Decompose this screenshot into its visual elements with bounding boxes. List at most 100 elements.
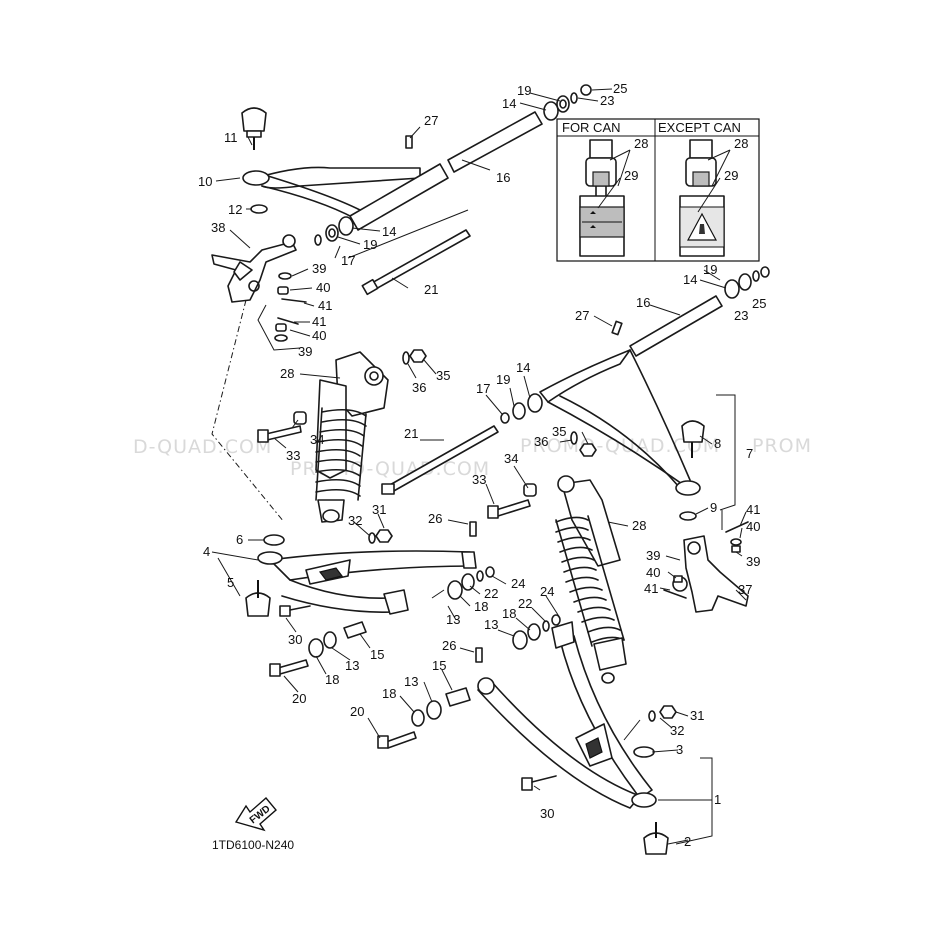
callout: 41 [318, 298, 332, 313]
callout: 40 [746, 519, 760, 534]
forward-arrow: FWD [234, 797, 277, 832]
callout: 18 [502, 606, 516, 621]
callout: 22 [484, 586, 498, 601]
callout: 19 [496, 372, 510, 387]
left-shock [257, 349, 427, 523]
callout: 13 [345, 658, 359, 673]
callout: 15 [370, 647, 384, 662]
callout: 16 [636, 295, 650, 310]
callout: 23 [734, 308, 748, 323]
callout: 5 [227, 575, 234, 590]
callout: 30 [540, 806, 554, 821]
inset-callout-29-right: 29 [724, 168, 738, 183]
callout: 36 [534, 434, 548, 449]
callout: 10 [198, 174, 212, 189]
callout: 34 [310, 432, 324, 447]
inset-callout-29-left: 29 [624, 168, 638, 183]
callout: 14 [516, 360, 530, 375]
callout: 24 [540, 584, 554, 599]
callout: 13 [404, 674, 418, 689]
callout: 14 [382, 224, 396, 239]
right-shock-spring [555, 515, 625, 647]
callout: 35 [552, 424, 566, 439]
callout: 19 [703, 262, 717, 277]
callout: 28 [280, 366, 294, 381]
callout: 30 [288, 632, 302, 647]
watermark-text-1: D-QUAD.COM [133, 436, 272, 458]
dash-guide-left [211, 299, 285, 523]
callout: 9 [710, 500, 717, 515]
callout: 14 [683, 272, 697, 287]
callout: 17 [476, 381, 490, 396]
callout: 22 [518, 596, 532, 611]
callout: 39 [298, 344, 312, 359]
callout: 16 [496, 170, 510, 185]
callout: 18 [382, 686, 396, 701]
upper-right-arm-assembly [500, 266, 770, 521]
callout: 41 [312, 314, 326, 329]
callout: 40 [312, 328, 326, 343]
callout: 12 [228, 202, 242, 217]
callout: 41 [644, 581, 658, 596]
callout: 27 [575, 308, 589, 323]
callout: 32 [670, 723, 684, 738]
lower-right-arm-assembly [377, 614, 713, 855]
callout: 6 [236, 532, 243, 547]
callout: 39 [646, 548, 660, 563]
callout: 1 [714, 792, 721, 807]
inset-callout-28-left: 28 [634, 136, 648, 151]
callout: 27 [424, 113, 438, 128]
callout: 39 [312, 261, 326, 276]
callout: 35 [436, 368, 450, 383]
callout: 21 [404, 426, 418, 441]
callout: 4 [203, 544, 210, 559]
callout: 34 [504, 451, 518, 466]
callout: 3 [676, 742, 683, 757]
inset-shock-right [679, 139, 725, 257]
lower-left-arm-assembly [245, 521, 495, 677]
left-knuckle [211, 234, 307, 351]
callout: 32 [348, 513, 362, 528]
callout: 19 [363, 237, 377, 252]
callout: 13 [446, 612, 460, 627]
callout: 8 [714, 436, 721, 451]
callout: 23 [600, 93, 614, 108]
callout: 7 [746, 446, 753, 461]
inset-title-except-can: EXCEPT CAN [658, 120, 741, 135]
callout: 39 [746, 554, 760, 569]
callout: 19 [517, 83, 531, 98]
right-knuckle [663, 510, 749, 613]
callout: 26 [428, 511, 442, 526]
callout: 15 [432, 658, 446, 673]
left-shock-spring [315, 407, 367, 501]
callout: 14 [502, 96, 516, 111]
middle-bolt [381, 425, 499, 495]
drawing-code: 1TD6100-N240 [212, 838, 294, 852]
callout: 31 [372, 502, 386, 517]
inset-title-for-can: FOR CAN [562, 120, 621, 135]
callout: 31 [690, 708, 704, 723]
inset-callout-28-right: 28 [734, 136, 748, 151]
callout: 33 [472, 472, 486, 487]
callout: 25 [613, 81, 627, 96]
can-inset: FOR CAN EXCEPT CAN 28 29 [556, 118, 760, 262]
callout: 26 [442, 638, 456, 653]
callout-leaders [211, 88, 747, 845]
callout: 41 [746, 502, 760, 517]
callout: 33 [286, 448, 300, 463]
callout: 13 [484, 617, 498, 632]
callout: 37 [738, 582, 752, 597]
callout: 40 [316, 280, 330, 295]
callouts: 25 19 23 14 27 11 16 10 12 14 19 38 17 3… [198, 81, 766, 849]
inset-shock-left [579, 139, 625, 257]
right-shock [487, 431, 627, 684]
callout: 17 [341, 253, 355, 268]
callout: 25 [752, 296, 766, 311]
upper-left-arm-assembly [241, 84, 592, 296]
callout: 18 [474, 599, 488, 614]
callout: 20 [350, 704, 364, 719]
callout: 20 [292, 691, 306, 706]
callout: 2 [684, 834, 691, 849]
callout: 21 [424, 282, 438, 297]
